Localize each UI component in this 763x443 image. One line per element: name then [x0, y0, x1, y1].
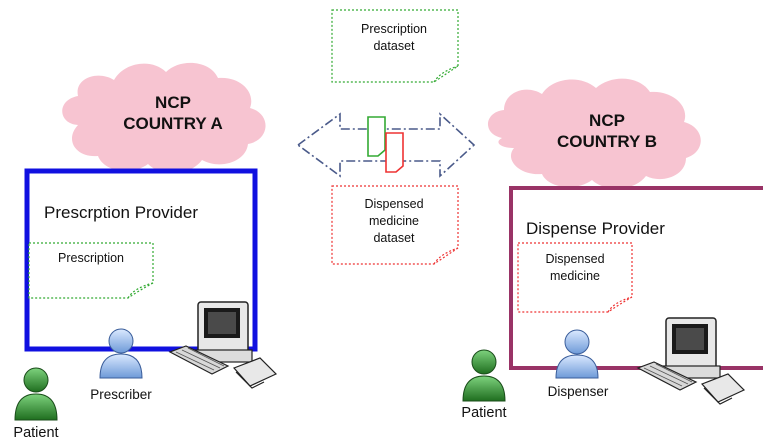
dispensed-document-label: Dispensed medicine [545, 252, 605, 283]
prescription-dataset-document-icon [331, 9, 459, 83]
prescription-provider-title: Prescrption Provider [44, 203, 199, 222]
prescription-provider-box [24, 168, 258, 352]
exchanged-documents-icon [367, 116, 404, 173]
computer-workstation-a-icon [168, 301, 278, 389]
cloud-country-b [487, 78, 701, 189]
exchange-double-arrow [296, 112, 476, 178]
dispensed-dataset-label: Dispensed medicine dataset [364, 197, 424, 245]
patient-a-icon [14, 367, 58, 421]
prescriber-icon [99, 328, 143, 379]
ncp-country-b-label: NCP COUNTRY B [556, 111, 658, 151]
computer-workstation-b-icon [636, 317, 746, 405]
prescription-dataset-label: Prescription dataset [361, 22, 427, 53]
dispense-provider-title: Dispense Provider [526, 219, 665, 238]
dispenser-label: Dispenser [547, 384, 609, 399]
patient-b-icon [462, 349, 506, 402]
prescriber-label: Prescriber [90, 387, 152, 402]
dispenser-icon [555, 329, 599, 379]
patient-b-label: Patient [461, 405, 507, 421]
patient-a-label: Patient [13, 425, 59, 441]
prescription-document-label: Prescription [58, 251, 124, 265]
ncp-country-a-label: NCP COUNTRY A [123, 93, 223, 133]
cloud-country-a [62, 62, 266, 174]
